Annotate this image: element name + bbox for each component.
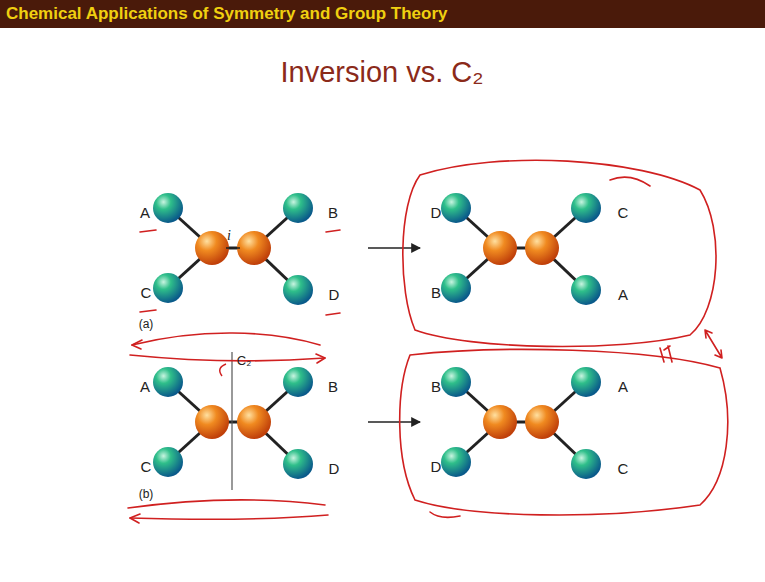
atom-label: D bbox=[329, 286, 340, 303]
atom-label: D bbox=[431, 204, 442, 221]
atom-label: D bbox=[329, 460, 340, 477]
atom-label: A bbox=[618, 286, 628, 303]
atom-label: C bbox=[618, 204, 629, 221]
symmetry-element: C₂ bbox=[237, 353, 251, 368]
atom-label: C bbox=[141, 284, 152, 301]
atom-label: B bbox=[431, 378, 441, 395]
panel-label: (b) bbox=[139, 487, 154, 501]
atom-label: D bbox=[431, 458, 442, 475]
atom-label: C bbox=[618, 460, 629, 477]
panel-label: (a) bbox=[139, 317, 154, 331]
atom-label: B bbox=[431, 284, 441, 301]
symmetry-element: i bbox=[227, 228, 231, 244]
atom-label: C bbox=[141, 458, 152, 475]
slide-title: Inversion vs. C₂ bbox=[280, 56, 483, 89]
atom-label: A bbox=[618, 378, 628, 395]
atom-label: B bbox=[328, 378, 338, 395]
header-text: Chemical Applications of Symmetry and Gr… bbox=[6, 4, 447, 24]
atom-label: A bbox=[140, 378, 150, 395]
atom-label: A bbox=[140, 204, 150, 221]
atom-label: B bbox=[328, 204, 338, 221]
